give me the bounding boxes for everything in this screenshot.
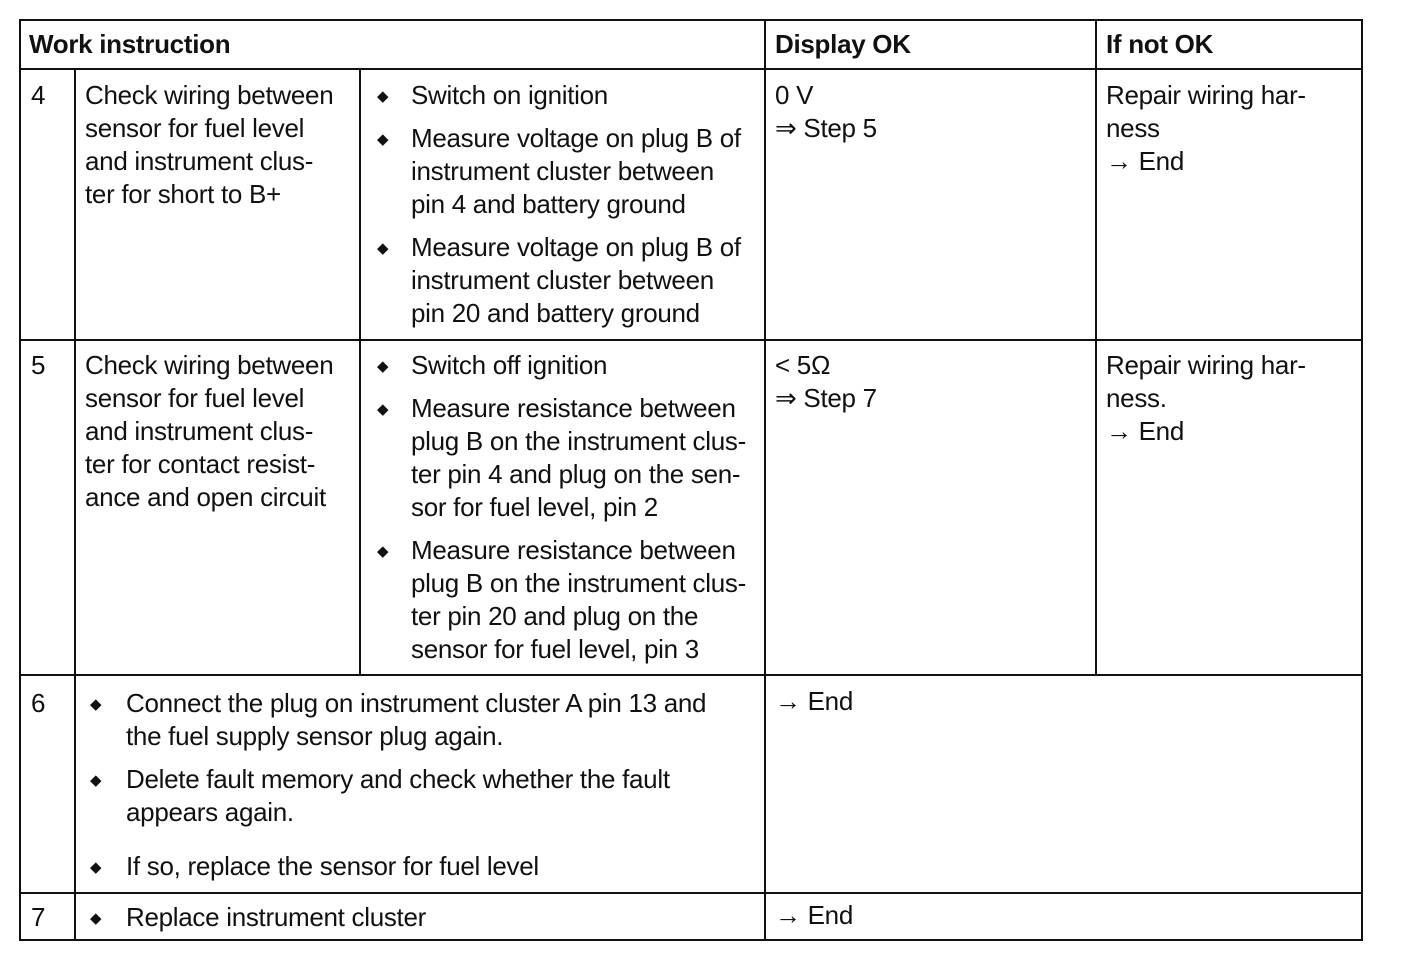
action-list: ◆ Switch on ignition ◆ Measure voltage on … [361, 79, 761, 330]
column-divider [359, 68, 361, 676]
table-border-right [1361, 19, 1363, 941]
bullet-icon: ◆ [90, 772, 102, 789]
table-border-left [19, 19, 21, 941]
column-divider [764, 19, 766, 941]
list-item: ◆ Measure resistance between plug B on th… [361, 392, 761, 524]
step-number: 4 [31, 80, 46, 110]
list-item: ◆ Measure resistance between plug B on th… [361, 534, 761, 666]
bullet-icon: ◆ [90, 696, 102, 713]
action-text: Replace instrument cluster [126, 902, 426, 932]
action-text: Connect the plug on instrument cluster A… [126, 688, 707, 751]
action-text: Measure voltage on plug B of instrument … [411, 123, 741, 219]
check-description: Check wiring between sensor for fuel lev… [85, 350, 334, 512]
column-divider [74, 68, 76, 941]
action-text: If so, replace the sensor for fuel level [126, 851, 539, 881]
list-item: ◆ Delete fault memory and check whether t… [76, 763, 756, 829]
bullet-icon: ◆ [90, 859, 102, 876]
row-divider [19, 339, 1363, 341]
list-item: ◆ Connect the plug on instrument cluster … [76, 687, 756, 753]
bullet-icon: ◆ [377, 240, 389, 257]
bullet-icon: ◆ [90, 910, 102, 927]
if-not-ok-value: Repair wiring har- ness. → End [1106, 350, 1306, 446]
bullet-icon: ◆ [377, 358, 389, 375]
action-text: Measure resistance between plug B on the… [411, 393, 746, 522]
list-item: ◆ Measure voltage on plug B of instrument… [361, 122, 761, 221]
header-display-ok: Display OK [775, 29, 911, 59]
result-value: → End [775, 900, 853, 930]
action-text: Switch on ignition [411, 80, 608, 110]
action-list: ◆ Replace instrument cluster [76, 901, 756, 934]
bullet-icon: ◆ [377, 88, 389, 105]
step-number: 6 [31, 688, 46, 718]
action-text: Switch off ignition [411, 350, 608, 380]
list-item: ◆ Replace instrument cluster [76, 901, 756, 934]
list-item: ◆ If so, replace the sensor for fuel leve… [76, 850, 756, 883]
display-ok-value: < 5Ω ⇒ Step 7 [775, 350, 877, 413]
table-border-bottom [19, 939, 1363, 941]
action-text: Measure voltage on plug B of instrument … [411, 232, 741, 328]
display-ok-value: 0 V ⇒ Step 5 [775, 80, 877, 143]
result-value: → End [775, 686, 853, 716]
if-not-ok-value: Repair wiring har- ness → End [1106, 80, 1306, 176]
action-list: ◆ Switch off ignition ◆ Measure resistance… [361, 349, 761, 666]
row-divider [19, 68, 1363, 70]
bullet-icon: ◆ [377, 401, 389, 418]
list-item: ◆ Switch on ignition [361, 79, 761, 112]
work-instruction-table: Work instruction Display OK If not OK 4 … [19, 19, 1363, 941]
header-if-not-ok: If not OK [1106, 29, 1214, 59]
action-text: Delete fault memory and check whether th… [126, 764, 670, 827]
list-item: ◆ Switch off ignition [361, 349, 761, 382]
row-divider [19, 674, 1363, 676]
list-item: ◆ Measure voltage on plug B of instrument… [361, 231, 761, 330]
header-work-instruction: Work instruction [29, 29, 231, 59]
action-text: Measure resistance between plug B on the… [411, 535, 746, 664]
bullet-icon: ◆ [377, 131, 389, 148]
row-divider [19, 892, 1363, 894]
column-divider [1095, 19, 1097, 676]
bullet-icon: ◆ [377, 543, 389, 560]
check-description: Check wiring between sensor for fuel lev… [85, 80, 334, 209]
action-list: ◆ Connect the plug on instrument cluster … [76, 687, 756, 883]
step-number: 7 [31, 902, 46, 932]
table-border-top [19, 19, 1363, 21]
step-number: 5 [31, 350, 46, 380]
